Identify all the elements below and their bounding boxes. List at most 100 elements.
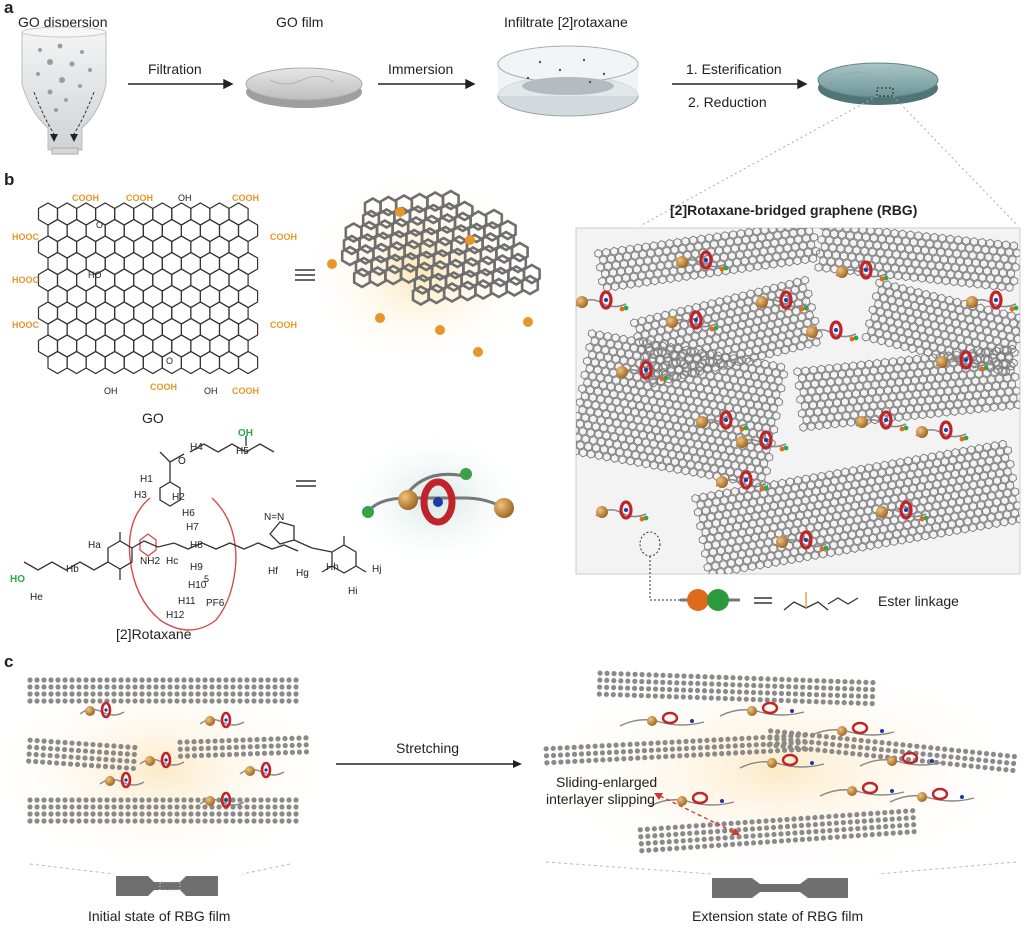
stack-atom <box>34 738 40 744</box>
stack-atom <box>202 684 208 690</box>
graphene-hex-cell <box>598 338 607 347</box>
graphene-hex-cell <box>1001 317 1011 326</box>
stack-atom <box>174 698 180 704</box>
stack-atom <box>244 691 250 697</box>
stack-atom <box>792 691 799 697</box>
graphene-hex-cell <box>943 470 952 480</box>
graphene-hex-cell <box>924 253 933 263</box>
graphene-hex-cell <box>646 453 656 463</box>
stack-atom <box>593 757 599 763</box>
graphene-hex-cell <box>714 511 724 521</box>
graphene-hex-cell <box>703 541 713 551</box>
graphene-hex-cell <box>675 429 685 439</box>
stack-atom <box>195 797 201 803</box>
graphene-hex-cell <box>906 286 915 295</box>
graphene-hex-cell <box>619 377 629 387</box>
stack-atom <box>83 811 89 817</box>
graphene-hex-cell <box>834 546 844 556</box>
graphene-hex-cell <box>823 420 832 430</box>
stack-atom <box>849 679 855 685</box>
graphene-hex-cell <box>971 472 981 482</box>
graphene-hex-cell <box>932 501 941 511</box>
linker-ester-green <box>643 515 649 521</box>
graphene-hex-cell <box>790 483 800 493</box>
graphene-hex-cell <box>990 267 1000 277</box>
graphene-hex-cell <box>740 542 749 552</box>
graphene-hex-cell <box>725 445 735 455</box>
graphene-hex-cell <box>879 379 888 389</box>
stack-atom <box>792 698 798 704</box>
stack-atom <box>48 811 54 817</box>
graphene-hex-cell <box>895 479 905 489</box>
stack-atom <box>177 753 184 759</box>
stack-atom <box>744 682 750 688</box>
graphene-hex-cell <box>685 374 694 384</box>
stack-atom <box>258 677 264 683</box>
stack-atom <box>691 752 697 758</box>
graphene-hex-cell <box>696 426 705 436</box>
graphene-hex-cell <box>703 385 713 394</box>
stack-atom <box>251 811 257 817</box>
graphene-hex-cell <box>866 541 875 551</box>
graphene-hex-cell <box>936 315 945 324</box>
linker-axle <box>649 799 735 807</box>
stack-atom <box>216 804 222 810</box>
stack-atom <box>694 837 700 843</box>
graphene-hex-cell <box>583 420 593 430</box>
graphene-hex-cell <box>994 511 1004 521</box>
stack-atom <box>48 818 54 824</box>
stack-atom <box>202 804 208 810</box>
stack-atom <box>823 734 829 740</box>
stack-atom <box>764 690 771 696</box>
graphene-hex-cell <box>661 349 670 359</box>
graphene-hex-cell <box>635 380 645 390</box>
stack-atom <box>286 684 292 690</box>
graphene-hex-cell <box>627 336 636 345</box>
graphene-hex-cell <box>721 352 731 362</box>
graphene-hex-cell <box>949 241 958 251</box>
stack-atom <box>599 743 605 749</box>
linker-ammonium <box>904 508 908 512</box>
graphene-hex-cell <box>809 494 818 504</box>
graphene-hex-cell <box>966 445 976 455</box>
stack-atom <box>749 826 756 832</box>
rotaxane-label-h4: H4 <box>190 442 203 453</box>
graphene-hex-cell <box>950 490 960 500</box>
stack-atom <box>746 742 752 748</box>
graphene-hex-cell <box>708 569 718 574</box>
stack-atom <box>286 811 292 817</box>
carboxyl-ball <box>435 325 445 335</box>
stack-atom <box>813 692 820 698</box>
graphene-hex-cell <box>927 452 937 462</box>
carboxyl-ball <box>523 317 533 327</box>
graphene-hex-cell <box>670 457 680 467</box>
graphene-hex-cell <box>882 474 892 484</box>
graphene-hex-cell <box>576 440 585 450</box>
stack-atom <box>69 818 75 824</box>
stack-atom <box>184 746 190 752</box>
graphene-hex-cell <box>969 330 979 340</box>
linker-axle <box>739 761 825 769</box>
graphene-hex-cell <box>917 361 926 371</box>
stack-atom <box>75 747 82 754</box>
graphene-hex-cell <box>952 297 962 307</box>
graphene-hex-cell <box>866 477 876 487</box>
stack-atom <box>125 797 131 803</box>
graphene-hex-cell <box>767 245 776 255</box>
graphene-hex-cell <box>614 404 624 414</box>
stack-atom <box>757 697 763 703</box>
stack-atom <box>61 753 67 760</box>
graphene-hex-cell <box>604 396 613 405</box>
stack-atom <box>721 821 727 827</box>
graphene-hex-cell <box>842 376 851 386</box>
stack-atom <box>882 817 888 823</box>
panel-label-c: c <box>4 652 14 671</box>
graphene-hex-cell <box>843 481 852 491</box>
graphene-hex-cell <box>685 417 695 427</box>
stack-atom <box>160 818 166 824</box>
graphene-hex-cell <box>864 463 874 473</box>
stack-atom <box>771 838 778 845</box>
rotaxane-label-h3: H3 <box>134 490 147 501</box>
graphene-hex-cell <box>740 384 749 394</box>
graphene-hex-cell <box>837 496 847 506</box>
